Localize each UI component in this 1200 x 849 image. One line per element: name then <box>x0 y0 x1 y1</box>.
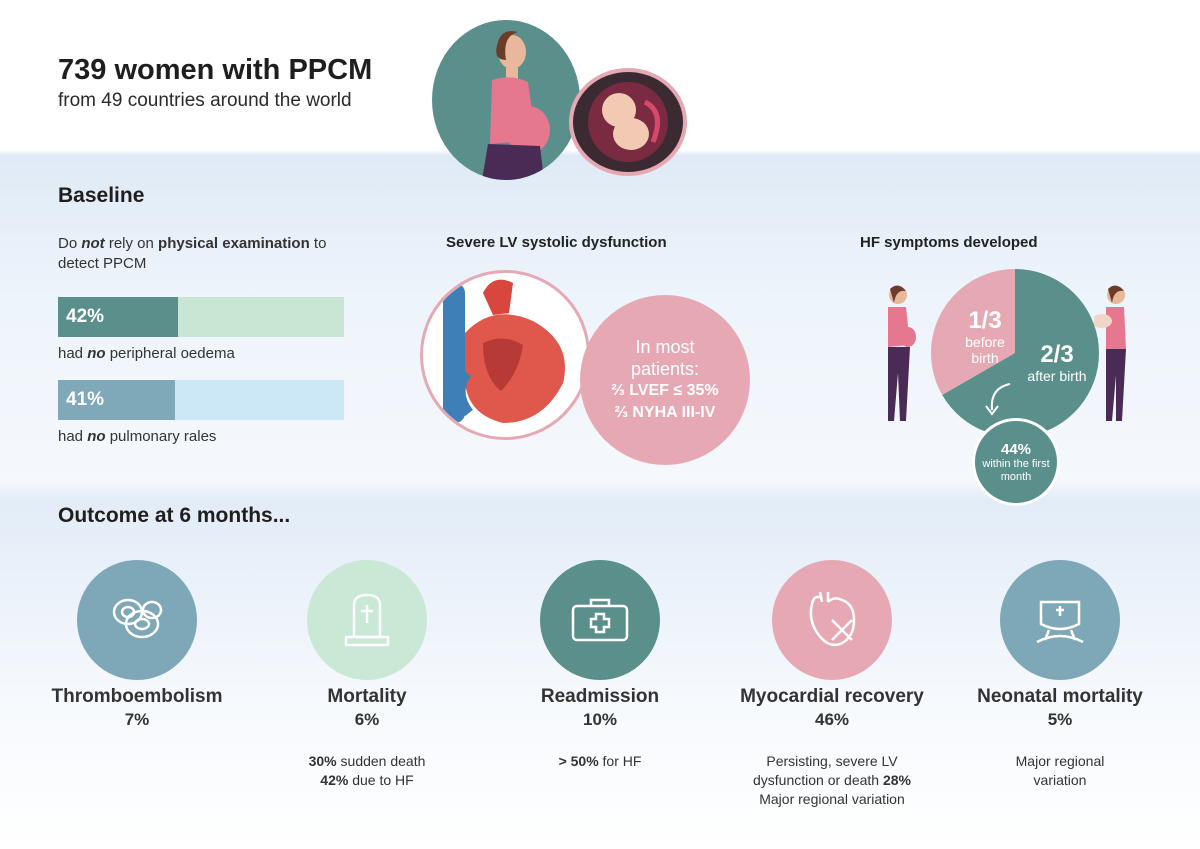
intro-not: not <box>81 235 105 252</box>
outcome-mortality: Mortality 6% 30% sudden death 42% due to… <box>247 560 487 790</box>
caption-pre: had <box>58 428 88 445</box>
outcome-myocardial-recovery: Myocardial recovery 46% Persisting, seve… <box>712 560 952 809</box>
outcome-note-2: 42% due to HF <box>320 772 414 788</box>
curved-arrow-icon <box>985 383 1011 416</box>
after-frac: 2/3 <box>1040 341 1074 368</box>
baseline-intro: Do not rely on physical examination to d… <box>58 234 338 274</box>
outcome-thromboembolism: Thromboembolism 7% <box>17 560 257 730</box>
outcome-value: 5% <box>1047 710 1073 729</box>
before-birth-label: 1/3 before birth <box>950 307 1020 367</box>
rales-caption: had no pulmonary rales <box>58 428 216 445</box>
first-month-text: within the first month <box>982 457 1050 483</box>
lv-line4: ⅔ NYHA III-IV <box>614 404 716 421</box>
fetus-illustration <box>569 68 687 176</box>
outcome-note-1: Persisting, severe LV <box>766 753 898 769</box>
lv-line2: patients: <box>630 359 700 379</box>
rales-bar-fill: 41% <box>58 380 176 420</box>
cradle-icon <box>1000 560 1120 680</box>
rales-bar: 41% <box>58 380 344 420</box>
hf-pie-chart <box>931 269 1099 437</box>
baseline-heading: Baseline <box>58 184 145 207</box>
intro-text-2: rely on <box>104 235 159 252</box>
before-text: before birth <box>965 334 1005 366</box>
before-frac: 1/3 <box>968 307 1002 334</box>
before-birth-slice <box>931 269 1015 395</box>
first-month-pct: 44% <box>1000 440 1032 458</box>
lv-stats-circle: In most patients: ⅔ LVEF ≤ 35% ⅔ NYHA II… <box>580 295 750 465</box>
outcome-label: Neonatal mortality <box>977 686 1143 707</box>
fetus-icon <box>588 82 668 162</box>
lv-line3: ⅔ LVEF ≤ 35% <box>611 382 719 399</box>
intro-text-3: to detect PPCM <box>58 235 327 272</box>
blood-cells-icon <box>77 560 197 680</box>
bandaged-heart-icon <box>772 560 892 680</box>
intro-bold: physical examination <box>158 235 310 252</box>
outcome-note-2: dysfunction or death 28% <box>752 772 911 788</box>
caption-post: pulmonary rales <box>105 428 217 445</box>
lv-heading: Severe LV systolic dysfunction <box>446 234 667 251</box>
oedema-bar-fill: 42% <box>58 297 179 337</box>
outcome-value: 7% <box>124 710 150 729</box>
outcome-note-2: variation <box>1033 772 1087 788</box>
heart-illustration <box>420 270 590 440</box>
outcome-value: 10% <box>582 710 618 729</box>
pregnant-woman-illustration <box>432 20 580 180</box>
outcome-note-1: > 50% for HF <box>558 753 642 769</box>
after-text: after birth <box>1027 368 1087 384</box>
oedema-bar: 42% <box>58 297 344 337</box>
outcome-heading: Outcome at 6 months... <box>58 504 291 527</box>
outcome-label: Thromboembolism <box>51 686 223 707</box>
outcome-note-1: Major regional <box>1015 753 1105 769</box>
first-aid-kit-icon <box>540 560 660 680</box>
outcome-note-1: 30% sudden death <box>308 753 426 769</box>
outcome-value: 46% <box>814 710 850 729</box>
outcome-label: Mortality <box>327 686 407 707</box>
lv-line1: In most <box>635 337 695 357</box>
hf-heading: HF symptoms developed <box>860 234 1038 251</box>
pregnant-woman-icon <box>482 31 550 180</box>
intro-text: Do <box>58 235 82 252</box>
mother-with-baby-icon <box>1094 285 1126 421</box>
page-subtitle: from 49 countries around the world <box>58 90 352 111</box>
after-birth-label: 2/3 after birth <box>1022 341 1092 385</box>
outcome-label: Readmission <box>540 686 660 707</box>
after-birth-slice <box>942 269 1099 437</box>
outcome-label: Myocardial recovery <box>740 686 924 707</box>
caption-post: peripheral oedema <box>105 345 235 362</box>
caption-neg: no <box>87 345 106 362</box>
outcome-neonatal-mortality: Neonatal mortality 5% Major regional var… <box>940 560 1180 790</box>
heart-icon <box>443 279 565 423</box>
oedema-caption: had no peripheral oedema <box>58 345 235 362</box>
outcome-note-3: Major regional variation <box>759 791 905 807</box>
outcome-value: 6% <box>354 710 380 729</box>
page-title: 739 women with PPCM <box>58 54 373 86</box>
first-month-badge: 44% within the first month <box>972 418 1060 506</box>
outcome-readmission: Readmission 10% > 50% for HF <box>480 560 720 771</box>
caption-pre: had <box>58 345 88 362</box>
caption-neg: no <box>87 428 106 445</box>
gravestone-icon <box>307 560 427 680</box>
pregnant-woman-standing-icon <box>888 285 916 421</box>
